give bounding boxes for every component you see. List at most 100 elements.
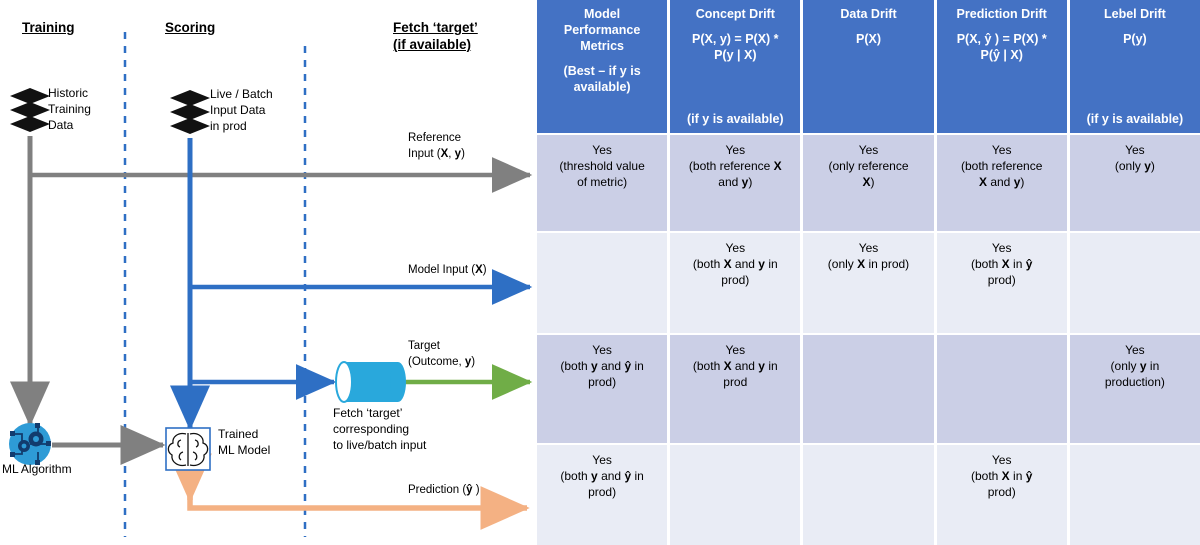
- target-outcome-arrow-label: Target (Outcome, y): [408, 338, 475, 370]
- header-formula: P(y | X): [714, 48, 757, 62]
- header-formula: P(X, ŷ ) = P(X) *: [956, 32, 1047, 46]
- table-cell: Yes (both X in ŷ prod): [936, 233, 1067, 333]
- header-formula: P(y): [1123, 32, 1147, 46]
- table-cell: Yes (both reference X and y): [670, 135, 801, 231]
- cell-line: and y): [718, 175, 753, 190]
- label-line: in prod: [210, 119, 247, 134]
- cell-line: (both X in ŷ: [970, 257, 1033, 272]
- cell-line: Yes: [725, 241, 746, 255]
- database-cylinder-icon: [335, 361, 406, 403]
- diagram-canvas: [9, 32, 533, 537]
- model-input-arrow-label: Model Input (X): [408, 262, 487, 278]
- cell-line: Yes: [725, 343, 746, 357]
- cell-line: X and y): [978, 175, 1025, 190]
- column-header-lebel-drift: Lebel Drift P(y) (if y is available): [1069, 0, 1200, 133]
- prediction-arrow: [168, 453, 530, 530]
- cell-line: Yes: [858, 241, 879, 255]
- label-line: Historic: [48, 86, 89, 100]
- table-cell: [537, 233, 668, 333]
- table-cell: Yes (both y and ŷ in prod): [537, 445, 668, 545]
- header-line: Metrics: [580, 39, 624, 53]
- label-line: corresponding: [333, 422, 410, 437]
- data-stack-icon: [170, 90, 210, 134]
- cell-line: (only X in prod): [827, 257, 910, 272]
- table-cell: Yes (threshold value of metric): [537, 135, 668, 231]
- table-cell: Yes (both reference X and y): [936, 135, 1067, 231]
- label-line: Prediction (ŷ ): [408, 484, 480, 496]
- cell-line: (only y in: [1110, 359, 1160, 374]
- cell-line: Yes: [725, 143, 746, 157]
- label-line: Input Data: [210, 103, 266, 118]
- brain-icon: [165, 427, 211, 471]
- cell-line: of metric): [577, 175, 628, 190]
- cell-line: prod): [588, 375, 617, 390]
- cell-line: (both reference: [961, 159, 1043, 174]
- table-cell: Yes (both y and ŷ in prod): [537, 335, 668, 443]
- cell-line: Yes: [1125, 343, 1145, 357]
- table-cell: Yes (only X in prod): [803, 233, 934, 333]
- cell-line: Yes: [991, 453, 1012, 467]
- cell-line: Yes: [592, 343, 612, 357]
- prediction-arrow-label: Prediction (ŷ ): [408, 482, 480, 498]
- cell-line: (threshold value: [559, 159, 645, 174]
- cell-line: Yes: [991, 143, 1012, 157]
- pipeline-diagram: Training Scoring Fetch ‘target’ (if avai…: [0, 0, 537, 537]
- label-line: ML Algorithm: [2, 462, 72, 476]
- label-line: Training: [48, 102, 91, 117]
- phase-subtitle: (if available): [393, 36, 472, 52]
- table-cell: [803, 445, 934, 545]
- cell-line: (both reference X: [688, 159, 782, 174]
- column-header-data-drift: Data Drift P(X): [803, 0, 934, 133]
- table-cell: [670, 445, 801, 545]
- column-header-prediction-drift: Prediction Drift P(X, ŷ ) = P(X) * P(ŷ |…: [936, 0, 1067, 133]
- cell-line: (only y): [1114, 159, 1155, 174]
- column-header-model-performance-metrics: Model Performance Metrics (Best – if y i…: [537, 0, 668, 133]
- trained-ml-model-label: Trained ML Model: [218, 426, 270, 458]
- table-cell: Yes (only y in production): [1069, 335, 1200, 443]
- header-formula: P(X): [855, 32, 881, 46]
- header-line: Data Drift: [840, 7, 897, 21]
- header-note: (Best – if y is: [563, 64, 641, 78]
- table-cell: Yes (only y): [1069, 135, 1200, 231]
- cell-line: Yes: [1125, 143, 1145, 157]
- reference-input-arrow-label: Reference Input (X, y): [408, 130, 465, 162]
- label-line: Reference: [408, 132, 462, 144]
- label-line: Model Input (X): [408, 264, 487, 276]
- cell-line: (both X and y in: [692, 257, 778, 272]
- table-cell: Yes (both X and y in prod): [670, 233, 801, 333]
- label-line: Trained: [218, 427, 259, 441]
- cell-line: X): [862, 175, 875, 190]
- phase-heading-scoring: Scoring: [165, 20, 215, 37]
- fetch-target-store-label: Fetch ‘target’ corresponding to live/bat…: [333, 405, 426, 454]
- phase-heading-training: Training: [22, 20, 75, 37]
- header-line: Concept Drift: [695, 7, 775, 21]
- table-cell: [803, 335, 934, 443]
- label-line: ML Model: [218, 443, 271, 458]
- label-line: to live/batch input: [333, 438, 427, 453]
- header-line: Lebel Drift: [1103, 7, 1166, 21]
- cell-line: (both y and ŷ in: [560, 359, 644, 374]
- cell-line: (only reference: [828, 159, 909, 174]
- cell-line: prod): [987, 273, 1016, 288]
- label-line: Fetch ‘target’: [333, 406, 403, 420]
- header-line: Performance: [563, 23, 641, 37]
- label-line: Live / Batch: [210, 87, 273, 101]
- cell-line: (both y and ŷ in: [560, 469, 644, 484]
- table-cell: Yes (only reference X): [803, 135, 934, 231]
- table-cell: [1069, 233, 1200, 333]
- header-formula: P(ŷ | X): [980, 48, 1023, 62]
- header-line: Model: [584, 7, 621, 21]
- cell-line: Yes: [858, 143, 879, 157]
- cell-line: (both X and y in: [692, 359, 778, 374]
- header-line: Prediction Drift: [956, 7, 1047, 21]
- cell-line: production): [1104, 375, 1165, 390]
- ml-algorithm-label: ML Algorithm: [2, 461, 72, 477]
- table-cell: Yes (both X in ŷ prod): [936, 445, 1067, 545]
- header-note: (if y is available): [686, 112, 784, 126]
- cell-line: prod): [987, 485, 1016, 500]
- cell-line: prod): [588, 485, 617, 500]
- table-cell: [936, 335, 1067, 443]
- phase-title: Scoring: [165, 20, 216, 35]
- label-line: Data: [48, 118, 74, 133]
- label-line: (Outcome, y): [408, 356, 476, 369]
